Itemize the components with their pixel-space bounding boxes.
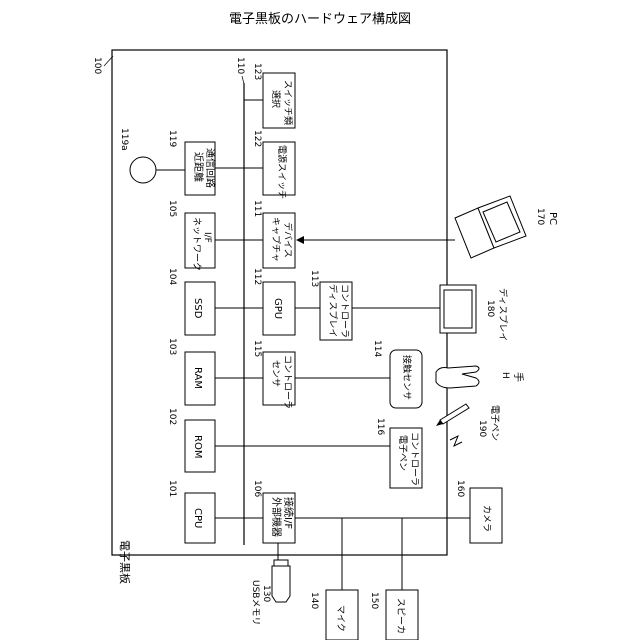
display-monitor-icon: 180 ディスプレイ xyxy=(440,285,509,341)
board-ref: 100 xyxy=(92,57,102,74)
svg-text:112: 112 xyxy=(252,268,262,285)
antenna: 119a xyxy=(119,128,156,183)
svg-text:接触センサ: 接触センサ xyxy=(401,355,413,400)
svg-text:103: 103 xyxy=(167,338,177,355)
svg-text:マイク: マイク xyxy=(335,605,346,632)
svg-text:119a: 119a xyxy=(119,128,129,151)
svg-text:外部機器: 外部機器 xyxy=(270,497,283,537)
svg-text:コントローラ: コントローラ xyxy=(282,355,293,409)
gpu-block: GPU 112 xyxy=(252,268,295,335)
svg-text:電源スイッチ: 電源スイッチ xyxy=(276,145,287,199)
svg-text:近距離: 近距離 xyxy=(192,152,205,182)
camera-block: カメラ 160 xyxy=(455,480,502,543)
display-ctrl-block: ディスプレイ コントローラ 113 xyxy=(309,270,352,340)
svg-text:ネットワーク: ネットワーク xyxy=(191,217,202,271)
ram-block: RAM 103 xyxy=(167,338,215,405)
svg-text:I/F: I/F xyxy=(202,232,212,243)
svg-text:101: 101 xyxy=(167,480,177,497)
svg-text:RAM: RAM xyxy=(192,367,203,389)
power-switch-block: 電源スイッチ 122 xyxy=(252,130,295,199)
contact-sensor-block: 接触センサ 114 xyxy=(372,340,422,408)
svg-text:130: 130 xyxy=(261,585,271,602)
network-if-block: ネットワーク I/F 105 xyxy=(167,200,215,271)
svg-text:接続I/F: 接続I/F xyxy=(282,497,295,529)
svg-text:106: 106 xyxy=(252,480,262,497)
svg-text:113: 113 xyxy=(309,270,319,287)
svg-text:190: 190 xyxy=(477,420,487,437)
pc-laptop-icon: 170 PC xyxy=(455,196,558,258)
rom-block: ROM 102 xyxy=(167,408,215,472)
svg-text:スピーカ: スピーカ xyxy=(395,598,406,634)
svg-text:ROM: ROM xyxy=(192,435,203,458)
svg-text:111: 111 xyxy=(252,200,262,217)
svg-text:122: 122 xyxy=(252,130,262,147)
svg-text:キャプチャ: キャプチャ xyxy=(270,217,281,262)
mic-block: マイク 140 xyxy=(309,590,358,640)
ext-if-block: 外部機器 接続I/F 106 xyxy=(252,480,295,543)
svg-text:コントローラ: コントローラ xyxy=(409,432,420,486)
pen-icon: 190 電子ペン xyxy=(436,404,500,446)
nfc-block: 近距離 通信回路 119 xyxy=(167,130,217,195)
svg-text:手: 手 xyxy=(512,372,525,382)
svg-text:140: 140 xyxy=(309,592,319,609)
svg-text:コントローラ: コントローラ xyxy=(339,284,350,338)
bus-ref: 110 xyxy=(235,57,245,74)
svg-text:116: 116 xyxy=(375,418,385,435)
select-switch-block: 選択 スイッチ類 123 xyxy=(252,63,295,128)
svg-text:115: 115 xyxy=(252,340,262,357)
svg-text:180: 180 xyxy=(485,300,495,317)
svg-text:123: 123 xyxy=(252,63,262,80)
svg-text:105: 105 xyxy=(167,200,177,217)
svg-text:114: 114 xyxy=(372,340,382,357)
speaker-block: スピーカ 150 xyxy=(369,590,418,640)
svg-text:GPU: GPU xyxy=(272,298,283,319)
usb-memory: USBメモリ 130 xyxy=(250,560,290,625)
svg-text:スイッチ類: スイッチ類 xyxy=(282,80,293,125)
svg-text:ディスプレイ: ディスプレイ xyxy=(497,288,509,341)
svg-text:選択: 選択 xyxy=(270,90,282,108)
capture-block: キャプチャ デバイス 111 xyxy=(252,200,295,268)
svg-text:SSD: SSD xyxy=(192,298,203,319)
sensor-ctrl-block: センサ コントローラ 115 xyxy=(252,340,295,409)
svg-text:電子ペン: 電子ペン xyxy=(489,405,500,441)
board-label: 電子黒板 xyxy=(118,540,132,584)
svg-text:104: 104 xyxy=(167,268,177,285)
ssd-block: SSD 104 xyxy=(167,268,215,335)
svg-text:ディスプレイ: ディスプレイ xyxy=(327,284,339,337)
cpu-block: CPU 101 xyxy=(167,480,215,543)
svg-text:センサ: センサ xyxy=(270,360,281,387)
svg-text:CPU: CPU xyxy=(192,508,203,528)
svg-text:170: 170 xyxy=(535,208,545,225)
svg-text:119: 119 xyxy=(167,130,177,147)
svg-text:160: 160 xyxy=(455,480,465,497)
svg-text:150: 150 xyxy=(369,592,379,609)
svg-text:カメラ: カメラ xyxy=(481,505,492,532)
svg-text:デバイス: デバイス xyxy=(282,222,294,258)
svg-text:USBメモリ: USBメモリ xyxy=(250,580,260,625)
svg-text:PC: PC xyxy=(547,212,558,225)
svg-text:102: 102 xyxy=(167,408,177,425)
svg-text:H: H xyxy=(500,372,510,379)
svg-text:電子ペン: 電子ペン xyxy=(397,435,408,471)
pen-ctrl-block: 電子ペン コントローラ 116 xyxy=(375,418,422,488)
hand-icon: H 手 xyxy=(436,366,525,388)
